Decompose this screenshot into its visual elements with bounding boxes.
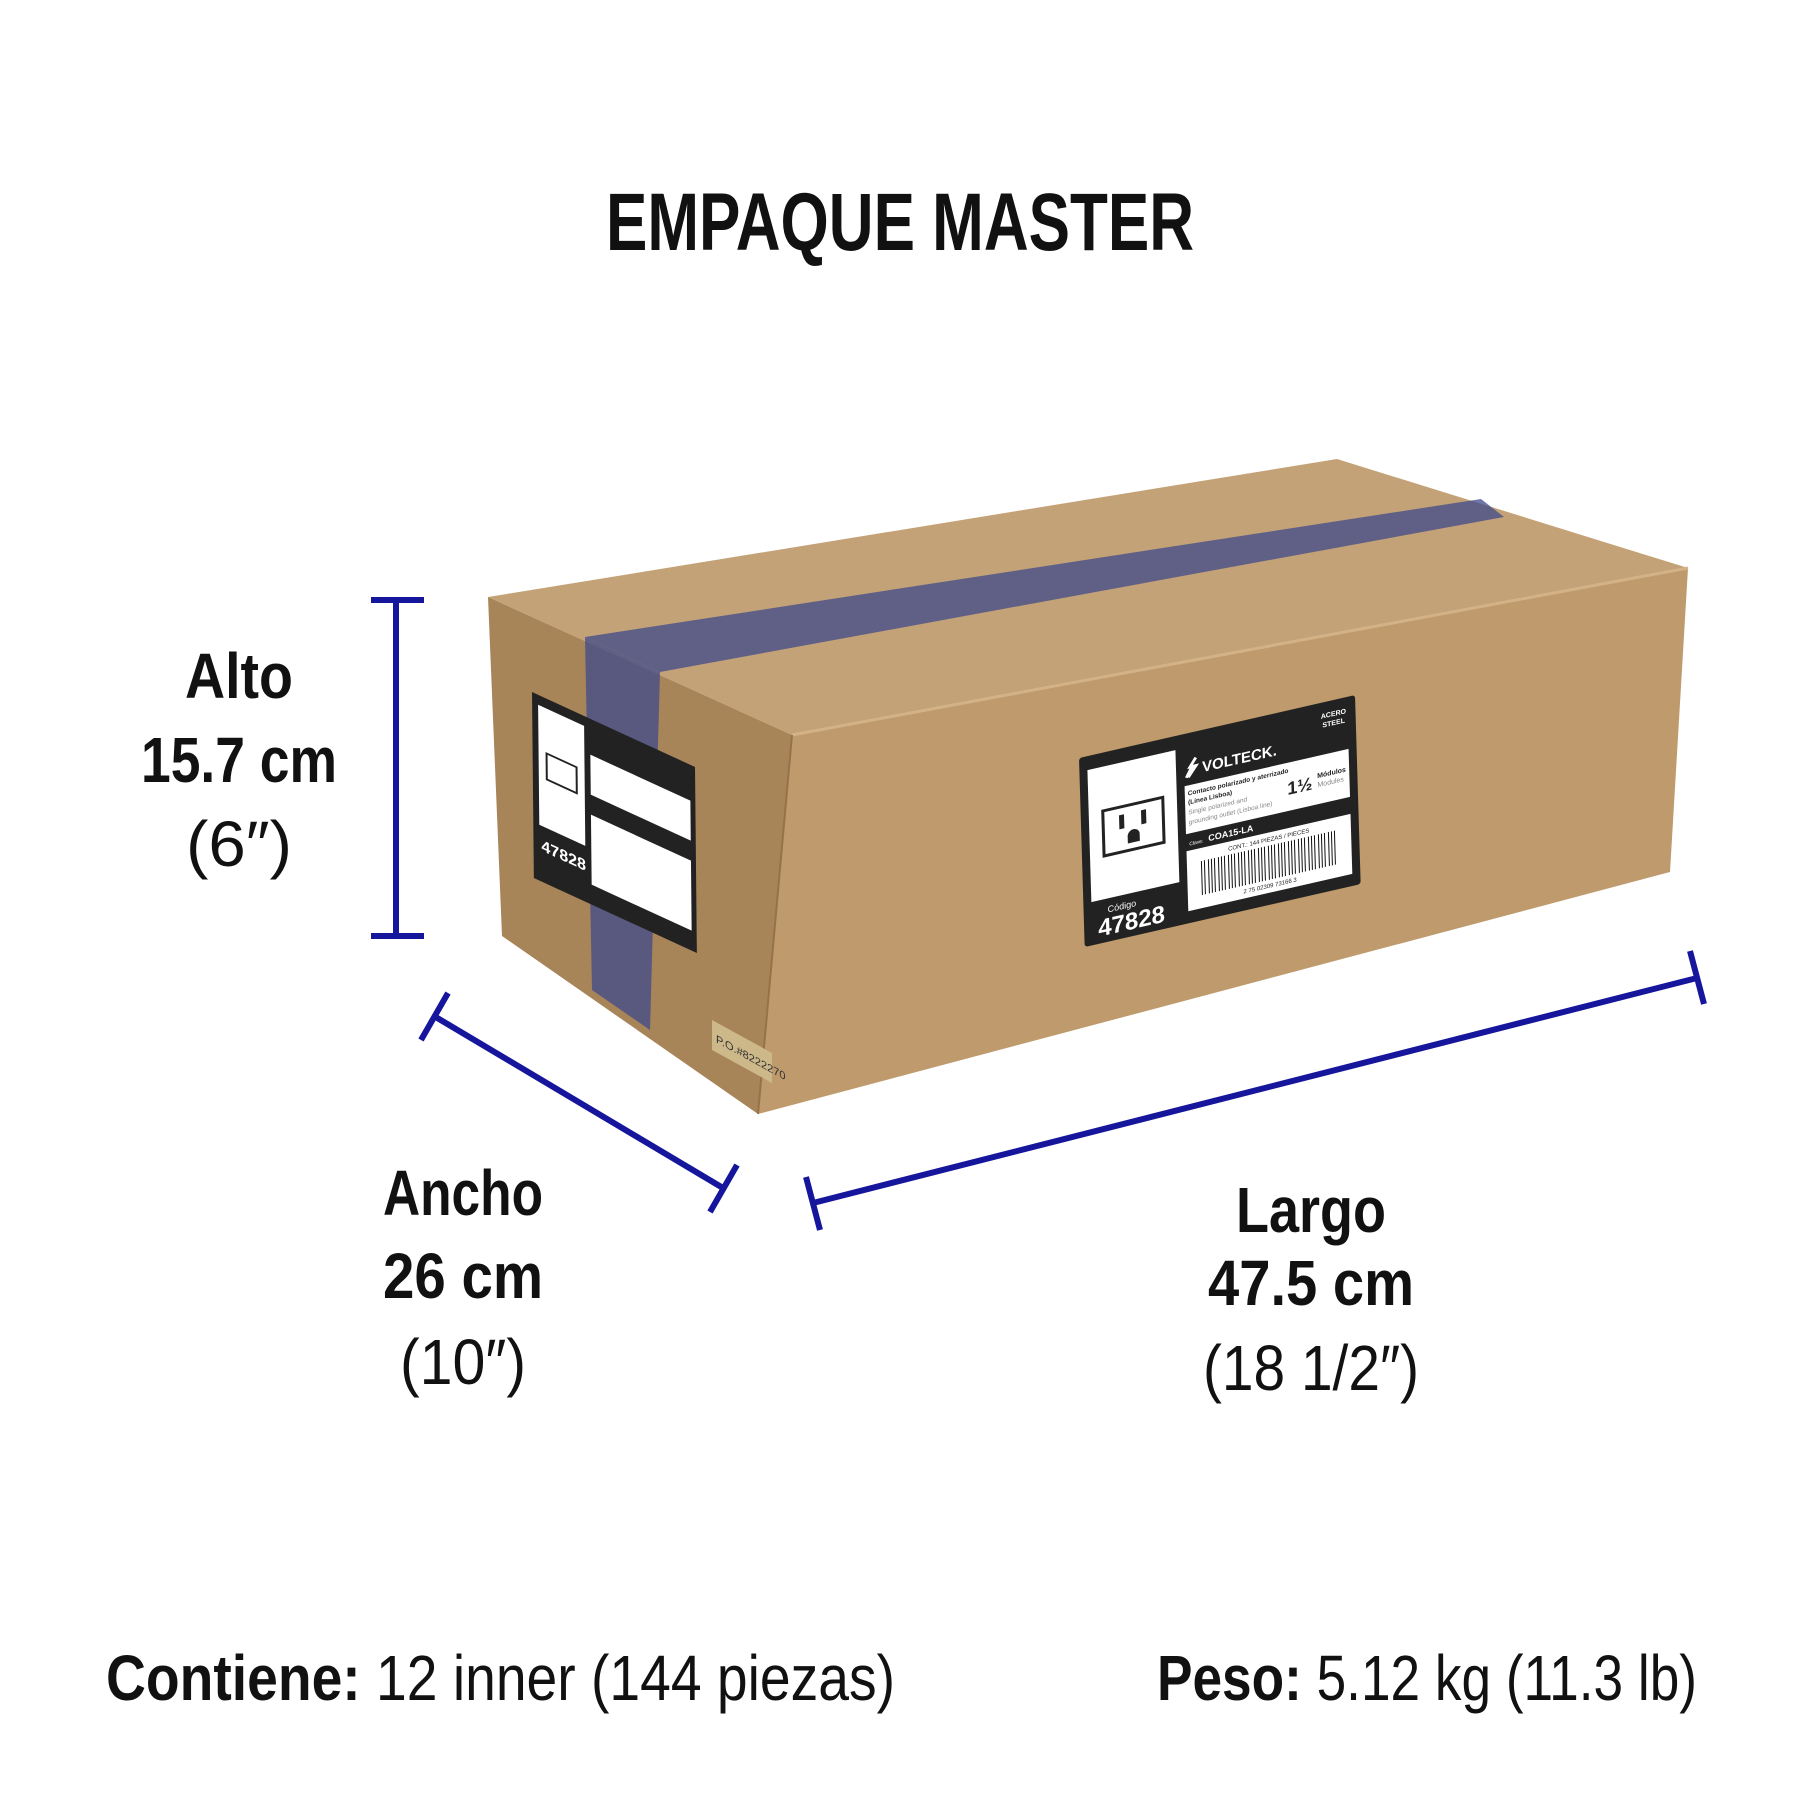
barcode-bar [1283,841,1286,877]
barcode-bar [1317,834,1320,869]
barcode-bar [1263,846,1266,881]
barcode-bar [1273,844,1276,879]
barcode-bar [1330,831,1333,866]
box-edge [791,566,1689,737]
barcode-bar [1323,832,1326,868]
barcode-bar [1220,856,1223,891]
front-product-label: Código 47828 VOLTECK. ACERO STEEL Contac… [1079,695,1361,947]
height-imperial: (6″) [186,808,292,880]
length-dimension-line [803,950,1707,1231]
outlet-icon [1101,795,1166,858]
barcode-bar [1227,854,1230,889]
width-dimension-line [418,991,740,1214]
barcode-bar [1320,833,1323,868]
barcode-bar [1260,847,1263,882]
barcode-bar [1287,841,1290,876]
width-dimension-text: Ancho 26 cm (10″) [383,1157,543,1398]
barcode-bar [1277,843,1280,878]
barcode-bar [1300,838,1303,873]
height-label: Alto [185,640,293,712]
barcode-bar [1313,835,1316,870]
barcode-bar [1230,854,1233,889]
barcode-bar [1310,835,1313,871]
barcode-bar [1280,842,1283,877]
barcode-panel [1186,813,1353,912]
barcode-bar [1267,845,1270,880]
barcode-bar [1200,860,1203,896]
barcode-bar [1210,858,1213,893]
contents-label: Contiene: [106,1642,361,1714]
barcode-icon [1200,830,1336,896]
weight-value: 5.12 kg (11.3 lb) [1302,1642,1697,1714]
length-imperial: (18 1/2″) [1203,1332,1419,1404]
barcode-bar [1297,838,1300,873]
dimension-lines [371,597,1707,1231]
barcode-bar [1327,831,1330,867]
page-title: EMPAQUE MASTER [606,177,1194,268]
width-label: Ancho [383,1157,543,1229]
barcode-bar [1333,830,1336,865]
volteck-logo-icon [1185,756,1200,779]
contents-value: 12 inner (144 piezas) [361,1642,895,1714]
side-product-label: 47828 [532,692,697,953]
outlet-image [1087,750,1180,903]
master-box: P.O.#8222270 Código 47828 VOLTECK. ACERO… [488,459,1689,1115]
barcode-bar [1203,860,1206,895]
description-panel [1184,748,1351,835]
barcode-bar [1237,852,1240,887]
height-dimension-line [371,597,424,939]
weight-label: Peso: [1157,1642,1302,1714]
contents-info: Contiene: 12 inner (144 piezas) [106,1642,895,1714]
barcode-bar [1250,849,1253,884]
barcode-bar [1240,851,1243,886]
length-dimension-text: Largo 47.5 cm (18 1/2″) [1203,1174,1419,1404]
length-metric: 47.5 cm [1208,1247,1414,1319]
barcode-bar [1270,844,1273,880]
width-metric: 26 cm [383,1240,543,1312]
height-metric: 15.7 cm [141,724,337,796]
barcode-bar [1217,856,1220,892]
packing-tape-top [585,499,1504,672]
height-dimension-text: Alto 15.7 cm (6″) [141,640,337,880]
barcode-bar [1243,851,1246,886]
barcode-bar [1213,857,1216,893]
barcode-bar [1223,855,1226,890]
barcode-bar [1233,853,1236,888]
barcode-bar [1257,847,1260,883]
barcode-bar [1290,840,1293,875]
barcode-bar [1307,836,1310,871]
barcode-bar [1293,839,1296,874]
clave-label: Clave: [1189,838,1203,847]
barcode-bar [1253,848,1256,884]
length-label: Largo [1236,1174,1386,1246]
weight-info: Peso: 5.12 kg (11.3 lb) [1157,1642,1697,1714]
barcode-bar [1303,837,1306,872]
barcode-bar [1247,850,1250,885]
width-imperial: (10″) [400,1326,526,1398]
barcode-bar [1207,859,1210,894]
